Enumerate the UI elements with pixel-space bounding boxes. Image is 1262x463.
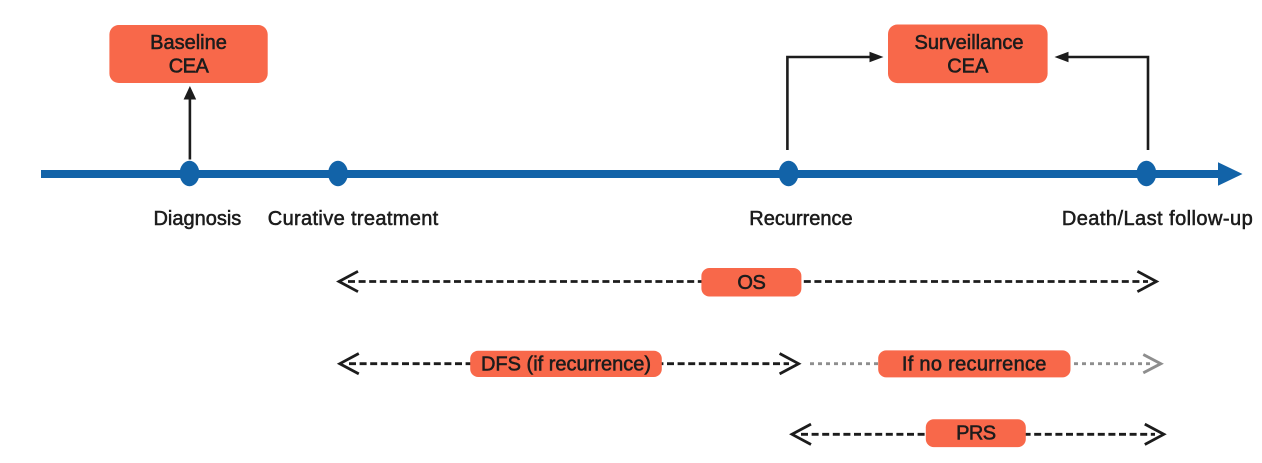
svg-text:Diagnosis: Diagnosis: [153, 208, 241, 230]
svg-text:CEA: CEA: [947, 55, 989, 77]
svg-text:CEA: CEA: [169, 55, 210, 77]
svg-text:Recurrence: Recurrence: [749, 208, 852, 230]
svg-text:PRS: PRS: [956, 423, 996, 445]
svg-text:Baseline: Baseline: [150, 32, 227, 54]
svg-text:Curative treatment: Curative treatment: [268, 208, 439, 230]
svg-text:If no recurrence: If no recurrence: [902, 353, 1047, 375]
svg-text:OS: OS: [737, 272, 765, 294]
svg-text:Death/Last follow-up: Death/Last follow-up: [1062, 208, 1253, 230]
svg-text:DFS (if recurrence): DFS (if recurrence): [481, 353, 651, 375]
svg-text:Surveillance: Surveillance: [915, 32, 1024, 54]
